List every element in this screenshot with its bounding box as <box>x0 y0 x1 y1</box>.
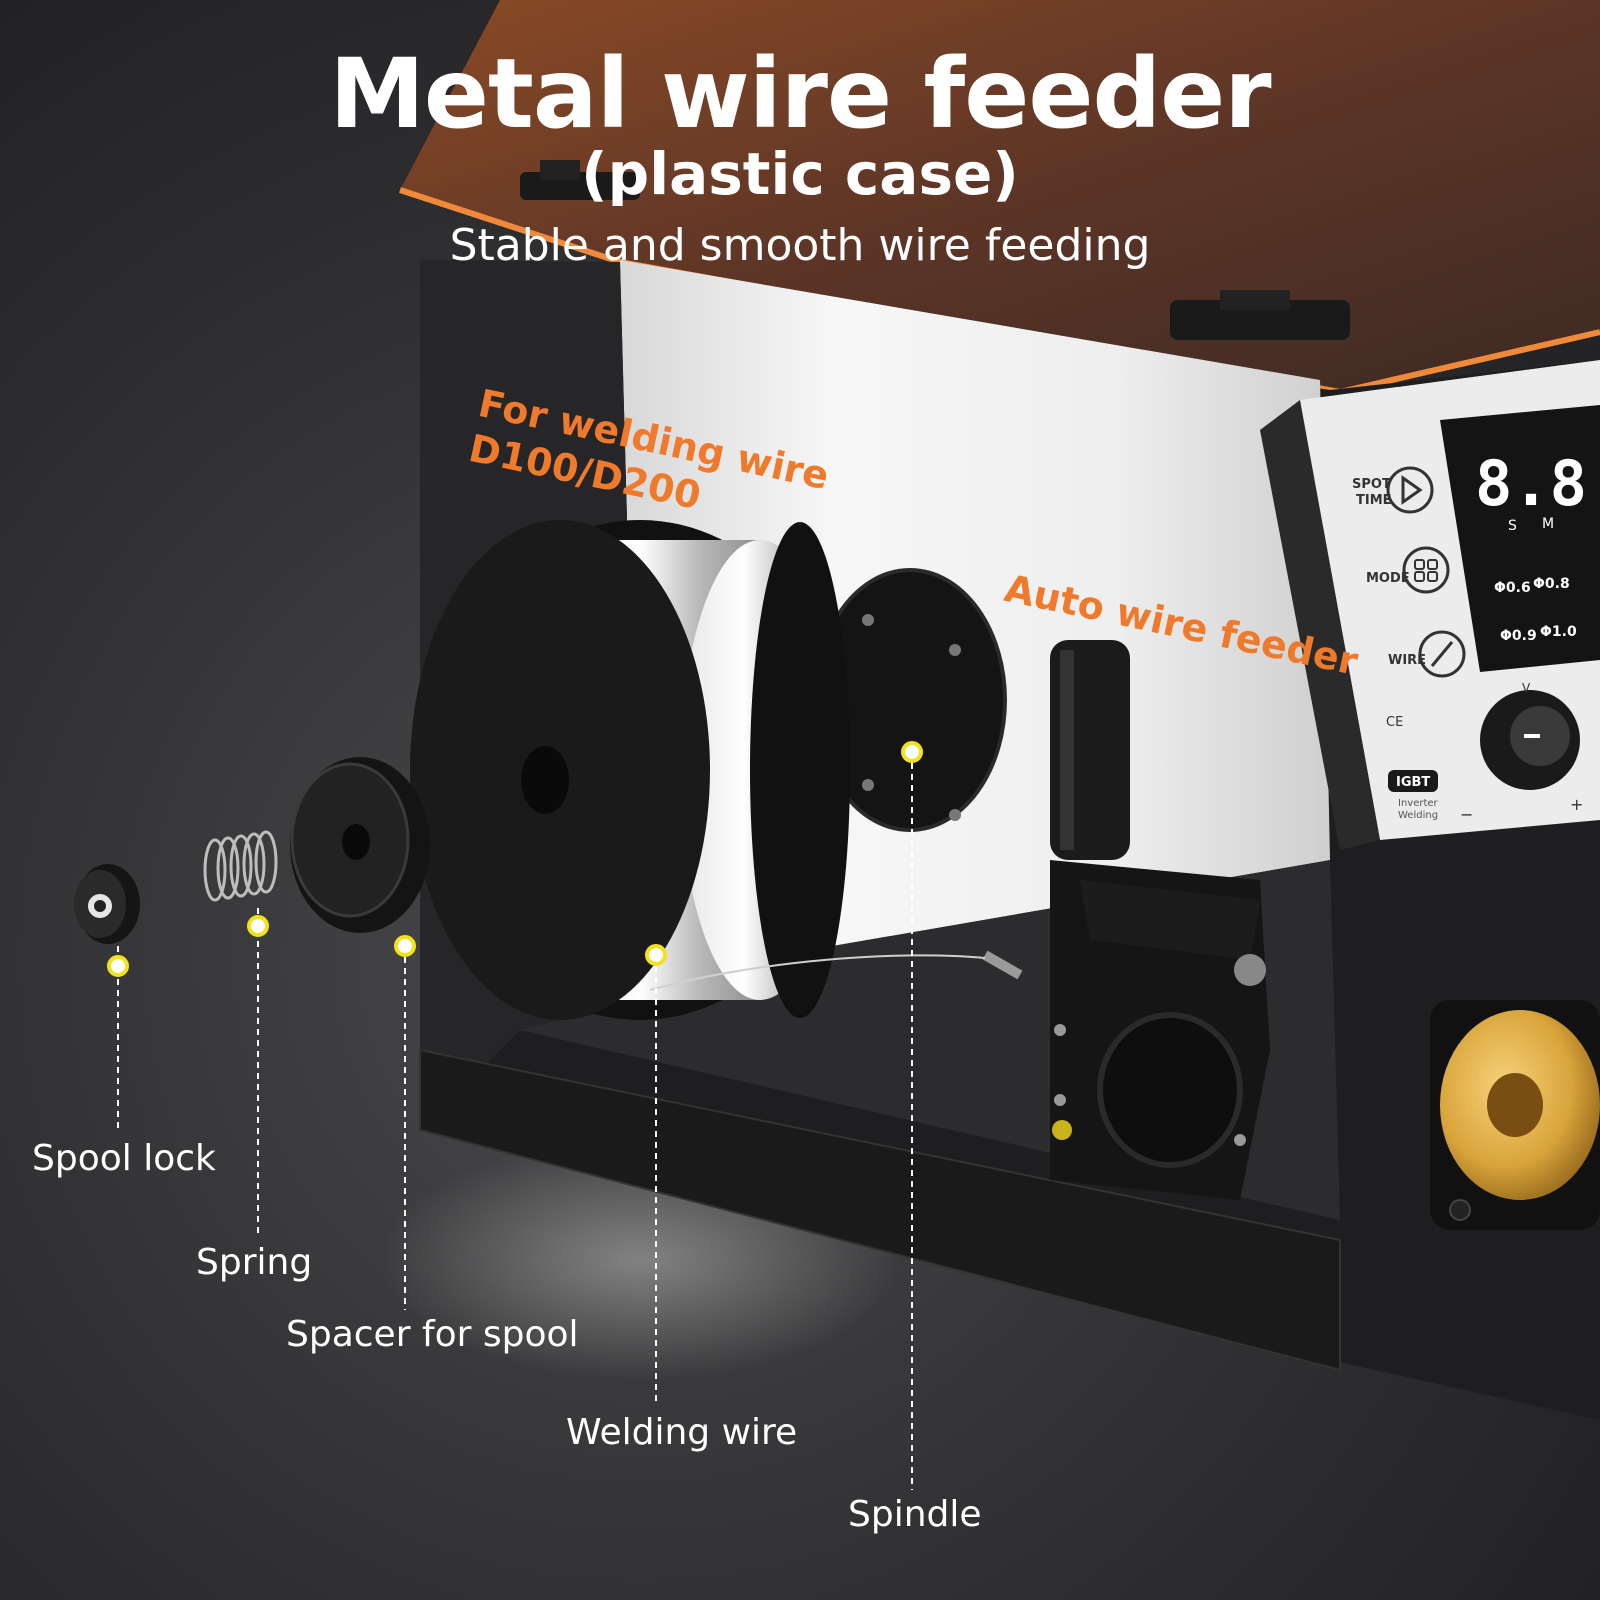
wire-feed-mechanism <box>982 640 1270 1200</box>
tagline: Stable and smooth wire feeding <box>449 220 1151 271</box>
panel-side <box>1260 400 1380 850</box>
callout-spool-lock: Spool lock <box>32 1138 216 1179</box>
callout-spacer: Spacer for spool <box>286 1314 579 1355</box>
display-unit-s: S <box>1508 518 1517 534</box>
wire-label: WIRE <box>1388 653 1426 668</box>
hinge-left <box>520 160 640 200</box>
spot-time-label-2: TIME <box>1356 493 1392 508</box>
callout-welding-wire: Welding wire <box>566 1412 798 1453</box>
callout-spring: Spring <box>196 1242 313 1283</box>
igbt-sub-2: Welding <box>1398 810 1438 821</box>
torch-connector <box>1430 1000 1600 1230</box>
wire-button[interactable] <box>1418 630 1466 678</box>
welding-wire-strand <box>649 954 986 991</box>
voltage-knob[interactable] <box>1480 690 1580 790</box>
spot-time-label-1: SPOT <box>1352 477 1391 492</box>
display-readout: 8.8.8 <box>1475 447 1600 520</box>
page-subtitle: (plastic case) <box>581 140 1019 208</box>
hinge-right <box>1170 290 1350 340</box>
callout-dots <box>107 741 923 977</box>
knob-minus-label: − <box>1460 805 1473 824</box>
ce-mark: CE <box>1386 715 1403 730</box>
igbt-badge-bg <box>1388 770 1438 792</box>
wire-size-09: Φ0.9 <box>1500 628 1537 644</box>
mode-label: MODE <box>1366 571 1410 586</box>
spool-lock-part <box>74 864 140 944</box>
page-title: Metal wire feeder <box>329 38 1271 150</box>
play-button[interactable] <box>1386 466 1434 514</box>
wire-size-10: Φ1.0 <box>1540 624 1577 640</box>
spool-spacer <box>290 757 430 933</box>
display-unit-m: M <box>1542 516 1554 532</box>
igbt-badge: IGBT <box>1396 775 1430 790</box>
display-window <box>1440 405 1600 672</box>
wire-size-06: Φ0.6 <box>1494 580 1531 596</box>
front-rail <box>419 1048 1341 1372</box>
spring-part <box>203 830 278 902</box>
mode-button[interactable] <box>1402 546 1450 594</box>
wire-spool <box>410 520 850 1020</box>
knob-v-label: V <box>1522 681 1531 695</box>
callout-spindle: Spindle <box>848 1494 982 1535</box>
callout-lines <box>117 752 913 1490</box>
lid <box>400 0 1600 390</box>
wire-size-08: Φ0.8 <box>1533 576 1570 592</box>
igbt-sub-1: Inverter <box>1398 798 1439 809</box>
knob-plus-label: + <box>1570 795 1583 814</box>
